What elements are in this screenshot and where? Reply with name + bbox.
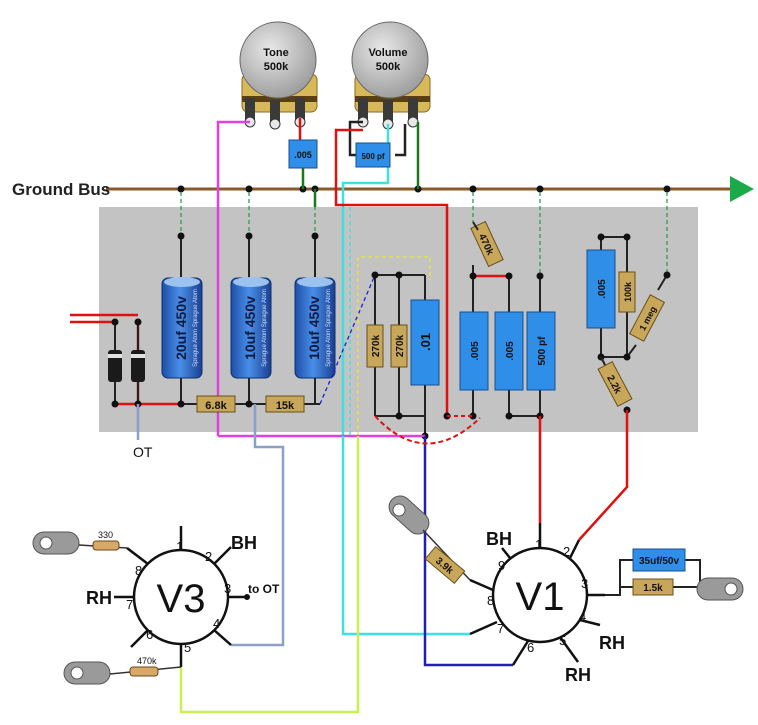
v3-pin7: 7 (126, 597, 133, 612)
tone-cap-label: .005 (294, 150, 312, 160)
v1-rh-1: RH (599, 633, 625, 653)
dashed-b-plus-link (319, 274, 376, 405)
coupling-cap-label: .01 (418, 333, 433, 351)
v1-pin7: 7 (497, 621, 504, 636)
pot-wires (216, 118, 449, 436)
tube-v3[interactable]: V3 1 2 3 4 5 6 7 8 BH RH to OT (86, 526, 280, 667)
cap-500pf: 500 pf (526, 311, 556, 391)
resistor-270k-2: 270k (390, 324, 408, 368)
cathode-cap-label: 35uf/50v (639, 556, 679, 567)
cap-500pf-label: 500 pf (537, 336, 548, 366)
v3-pin5: 5 (184, 640, 191, 655)
cap-005-far: .005 (586, 249, 616, 329)
tone-pot[interactable]: Tone 500k (239, 21, 318, 130)
resistor-270k-1: 270k (366, 324, 384, 368)
res-100k-label: 100k (623, 281, 633, 302)
v3-pin8: 8 (135, 563, 142, 578)
coupling-cap: .01 (410, 299, 440, 386)
cathode-res-label: 1.5k (643, 583, 663, 594)
cap1-brand: Sprague Atom Sprague Atom (193, 289, 199, 367)
v3-label: V3 (157, 577, 206, 621)
volume-pot-name: Volume (369, 47, 408, 59)
cap-005-b-label: .005 (505, 341, 516, 361)
electrolytic-cap-2: 10uf 450v Sprague Atom Sprague Atom (230, 277, 272, 379)
volume-cap-label: 500 pf (361, 152, 384, 161)
tone-pot-name: Tone (263, 47, 288, 59)
cathode-resistor: 1.5k (632, 578, 674, 596)
v1-pin8: 8 (487, 593, 494, 608)
v3-pin3: 3 (224, 581, 231, 596)
resistor-15k: 15k (265, 395, 305, 413)
ground-bus-arrow (730, 176, 754, 202)
cap3-label: 10uf 450v (306, 296, 322, 360)
v3-pin4: 4 (213, 616, 220, 631)
resistor-2k2: 2.2k (597, 361, 633, 407)
v3-rh: RH (86, 588, 112, 608)
v3-lug-bottom: 470k (63, 656, 182, 685)
v3-pin2: 2 (205, 549, 212, 564)
v1-pin2: 2 (563, 544, 570, 559)
long-wires (179, 404, 629, 714)
cathode-cap: 35uf/50v (632, 548, 686, 572)
v3-to-ot: to OT (248, 582, 280, 596)
cap2-brand: Sprague Atom Sprague Atom (262, 289, 268, 367)
mid-junctions (371, 271, 429, 440)
resistor-6k8: 6.8k (196, 395, 236, 413)
electrolytic-cap-1: 20uf 450v Sprague Atom Sprague Atom (161, 277, 203, 379)
v3-r470k-label: 470k (137, 656, 157, 666)
cap1-label: 20uf 450v (173, 296, 189, 360)
res-270k-2-label: 270k (395, 334, 406, 357)
v1-label: V1 (516, 575, 565, 619)
res-15k-label: 15k (276, 400, 295, 412)
v3-r330-label: 330 (98, 530, 113, 540)
v1-pin4: 4 (579, 609, 586, 624)
tube-v1[interactable]: V1 1 2 3 4 5 6 7 8 9 BH RH RH (469, 523, 625, 685)
v3-pin6: 6 (146, 627, 153, 642)
cap3-brand: Sprague Atom Sprague Atom (326, 289, 332, 367)
v1-pin3: 3 (581, 576, 588, 591)
ground-bus-junctions (177, 185, 671, 193)
volume-cap: 500 pf (355, 142, 391, 168)
dashed-yellow (357, 256, 431, 436)
volume-pot[interactable]: Volume 500k (351, 21, 431, 130)
v1-pin9: 9 (498, 558, 505, 573)
v1-bh: BH (486, 529, 512, 549)
cap-005-b: .005 (494, 311, 524, 391)
cap-005-a: .005 (459, 311, 489, 391)
res-270k-1-label: 270k (371, 334, 382, 357)
v1-pin5: 5 (559, 633, 566, 648)
ot-label: OT (133, 444, 153, 460)
resistor-100k: 100k (618, 271, 636, 313)
v1-cathode-lug (696, 577, 744, 601)
v3-pin1: 1 (176, 539, 183, 554)
v3-bh: BH (231, 533, 257, 553)
cap2-label: 10uf 450v (242, 296, 258, 360)
red-dashed-arc (374, 415, 481, 445)
ground-bus-label: Ground Bus (12, 180, 110, 199)
tone-pot-value: 500k (264, 61, 289, 73)
cap-005-far-label: .005 (597, 279, 608, 299)
v1-pin1: 1 (535, 537, 542, 552)
v1-pin6: 6 (527, 640, 534, 655)
right-junctions (443, 272, 544, 420)
board-junctions (111, 232, 319, 408)
rectifier-diodes (108, 322, 145, 404)
volume-pot-value: 500k (376, 61, 401, 73)
electrolytic-cap-3: 10uf 450v Sprague Atom Sprague Atom (294, 277, 336, 379)
resistor-3k9: 3.9k (424, 545, 466, 585)
v1-rh-2: RH (565, 665, 591, 685)
cap-005-a-label: .005 (470, 341, 481, 361)
res-6k8-label: 6.8k (205, 400, 227, 412)
tone-cap: .005 (288, 139, 318, 169)
v3-lug-top: 330 (32, 530, 128, 555)
